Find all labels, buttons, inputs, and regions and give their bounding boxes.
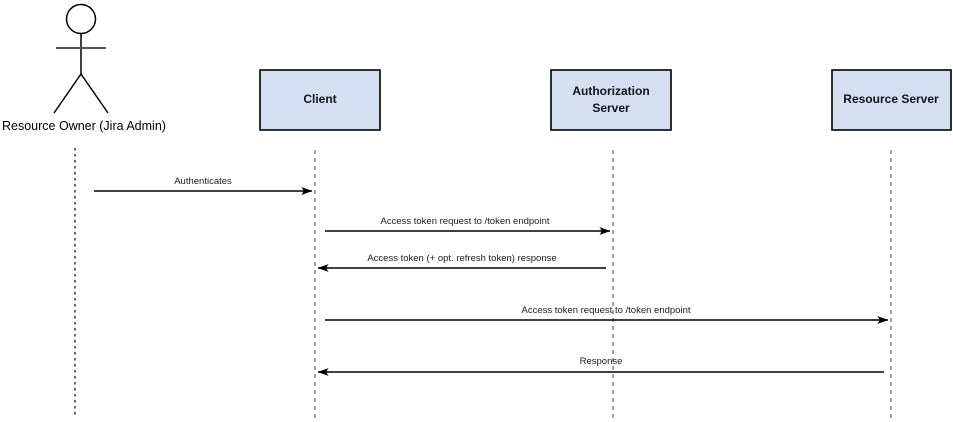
actor-leg-left-icon	[53, 73, 82, 114]
message-label-2: Access token request to /token endpoint	[381, 216, 550, 227]
actor-resource-owner: Resource Owner (Jira Admin)	[2, 3, 166, 418]
message-token-request-resource: Access token request to /token endpoint	[325, 305, 889, 324]
actor-leg-right-icon	[80, 73, 109, 114]
participant-authorization-server[interactable]: Authorization Server	[550, 69, 672, 418]
participant-authorization-server-label-line1: Authorization	[572, 84, 649, 98]
message-label-1: Authenticates	[174, 176, 232, 187]
message-label-5: Response	[580, 356, 623, 367]
message-token-response: Access token (+ opt. refresh token) resp…	[317, 253, 606, 272]
participant-authorization-server-box[interactable]	[550, 69, 672, 131]
participant-client-box[interactable]	[259, 69, 381, 131]
message-label-3: Access token (+ opt. refresh token) resp…	[367, 253, 556, 264]
participant-authorization-server-label-line2: Server	[592, 101, 630, 115]
message-response: Response	[317, 356, 884, 376]
participant-resource-server-box[interactable]	[831, 69, 952, 131]
message-label-4: Access token request to /token endpoint	[522, 305, 691, 316]
participant-client-label: Client	[303, 92, 336, 106]
message-token-request-auth: Access token request to /token endpoint	[325, 216, 611, 235]
actor-label: Resource Owner (Jira Admin)	[2, 119, 166, 133]
message-authenticates: Authenticates	[94, 176, 313, 195]
participant-resource-server[interactable]: Resource Server	[831, 69, 952, 418]
actor-head-icon	[65, 3, 97, 35]
participant-client[interactable]: Client	[259, 69, 381, 418]
participant-resource-server-label: Resource Server	[843, 92, 939, 106]
